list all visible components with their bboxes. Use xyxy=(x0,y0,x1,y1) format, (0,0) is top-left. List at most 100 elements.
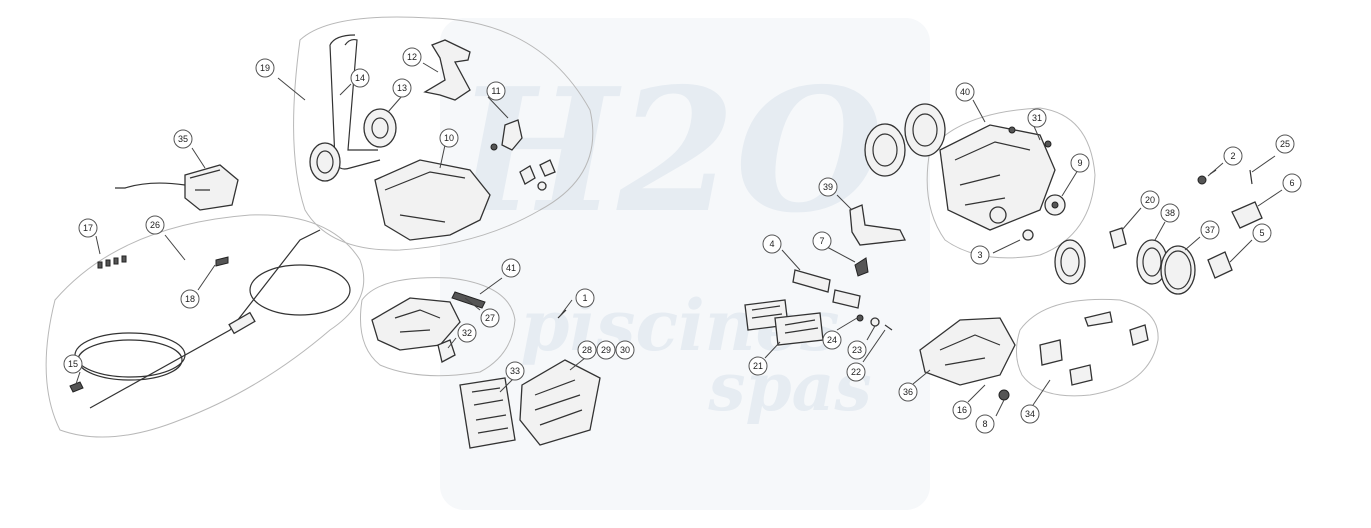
callout-23: 23 xyxy=(847,340,867,360)
callout-4: 4 xyxy=(762,234,782,254)
callout-label: 38 xyxy=(1165,208,1175,218)
group-outline-body xyxy=(926,107,1096,259)
callout-label: 17 xyxy=(83,223,93,233)
callout-label: 30 xyxy=(620,345,630,355)
callout-label: 14 xyxy=(355,73,365,83)
callout-21: 21 xyxy=(748,356,768,376)
part-filter-basket xyxy=(459,377,516,449)
callout-24: 24 xyxy=(822,330,842,350)
callout-label: 20 xyxy=(1145,195,1155,205)
callout-label: 36 xyxy=(903,387,913,397)
callout-13: 13 xyxy=(392,78,412,98)
callout-25: 25 xyxy=(1275,134,1295,154)
callout-label: 1 xyxy=(582,293,587,303)
callout-label: 39 xyxy=(823,182,833,192)
callout-label: 27 xyxy=(485,313,495,323)
part-cover-clip xyxy=(1231,201,1263,229)
callout-label: 37 xyxy=(1205,225,1215,235)
callout-label: 16 xyxy=(957,405,967,415)
callout-label: 2 xyxy=(1230,151,1235,161)
callout-1: 1 xyxy=(575,288,595,308)
part-wheel-cover xyxy=(1207,251,1233,279)
callout-label: 25 xyxy=(1280,139,1290,149)
part-floating-cable xyxy=(74,229,351,409)
callout-label: 21 xyxy=(753,361,763,371)
group-outline-caddy xyxy=(293,16,594,251)
callout-41: 41 xyxy=(501,258,521,278)
callout-29: 29 xyxy=(596,340,616,360)
watermark-brand-line2: spas xyxy=(707,348,871,426)
callout-6: 6 xyxy=(1282,173,1302,193)
callout-label: 13 xyxy=(397,83,407,93)
callout-label: 12 xyxy=(407,52,417,62)
callout-7: 7 xyxy=(812,231,832,251)
callout-label: 6 xyxy=(1289,178,1294,188)
part-screws xyxy=(97,255,127,269)
callout-2: 2 xyxy=(1223,146,1243,166)
callout-label: 41 xyxy=(506,263,516,273)
callout-label: 32 xyxy=(462,328,472,338)
callout-label: 40 xyxy=(960,87,970,97)
part-caddy-clip xyxy=(423,39,471,101)
part-drive-pulley xyxy=(854,257,869,277)
part-chassis xyxy=(919,317,1016,386)
callout-17: 17 xyxy=(78,218,98,238)
callout-28: 28 xyxy=(577,340,597,360)
part-drive-wheel xyxy=(1054,239,1086,285)
part-hub-cap xyxy=(1109,227,1127,249)
callout-label: 15 xyxy=(68,359,78,369)
part-latch xyxy=(437,339,456,363)
part-wheel-hub xyxy=(1136,239,1168,285)
part-handle-frame xyxy=(329,34,381,170)
callout-10: 10 xyxy=(439,128,459,148)
callout-label: 9 xyxy=(1077,158,1082,168)
callout-40: 40 xyxy=(955,82,975,102)
callout-label: 4 xyxy=(769,239,774,249)
part-nut xyxy=(998,389,1010,401)
part-side-bracket xyxy=(849,204,906,246)
callout-20: 20 xyxy=(1140,190,1160,210)
callout-39: 39 xyxy=(818,177,838,197)
callout-35: 35 xyxy=(173,129,193,149)
callout-label: 31 xyxy=(1032,113,1042,123)
callout-22: 22 xyxy=(846,362,866,382)
callout-label: 22 xyxy=(851,367,861,377)
callout-11: 11 xyxy=(486,81,506,101)
callout-label: 28 xyxy=(582,345,592,355)
part-bearing xyxy=(1197,169,1217,185)
callout-27: 27 xyxy=(480,308,500,328)
callout-38: 38 xyxy=(1160,203,1180,223)
callout-label: 33 xyxy=(510,366,520,376)
part-power-supply xyxy=(115,164,239,211)
watermark-logo: H2O xyxy=(453,51,884,251)
leader-lines xyxy=(75,62,1283,417)
callout-31: 31 xyxy=(1027,108,1047,128)
part-pin-small xyxy=(1249,169,1253,185)
callout-label: 26 xyxy=(150,220,160,230)
part-clips-set xyxy=(1039,311,1149,386)
callout-label: 29 xyxy=(601,345,611,355)
callout-18: 18 xyxy=(180,289,200,309)
callout-label: 8 xyxy=(982,419,987,429)
callout-37: 37 xyxy=(1200,220,1220,240)
callout-label: 24 xyxy=(827,335,837,345)
part-caddy-base xyxy=(374,159,491,241)
callout-9: 9 xyxy=(1070,153,1090,173)
callout-5: 5 xyxy=(1252,223,1272,243)
callout-8: 8 xyxy=(975,414,995,434)
part-motor-body xyxy=(939,124,1056,231)
part-filter-clip xyxy=(451,291,486,309)
callout-label: 7 xyxy=(819,236,824,246)
callout-36: 36 xyxy=(898,382,918,402)
part-gear xyxy=(1044,194,1066,216)
callout-label: 11 xyxy=(491,86,500,96)
callout-label: 3 xyxy=(977,250,982,260)
part-tire xyxy=(1160,245,1196,295)
callout-3: 3 xyxy=(970,245,990,265)
callout-label: 35 xyxy=(178,134,188,144)
callout-33: 33 xyxy=(505,361,525,381)
callout-label: 5 xyxy=(1259,228,1264,238)
part-caddy-wheel-small xyxy=(309,142,341,182)
callout-16: 16 xyxy=(952,400,972,420)
